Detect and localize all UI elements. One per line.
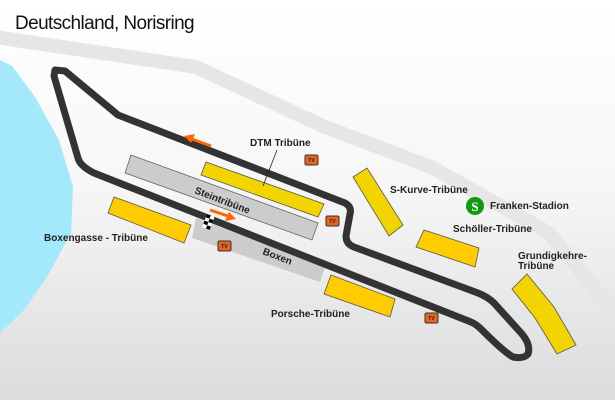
label-dtm-tribuene: DTM Tribüne [250, 138, 311, 149]
s-bahn-station-icon: S [466, 197, 484, 215]
s-kurve-tribuene-stand [352, 167, 404, 237]
label-schoeller-tribuene: Schöller-Tribüne [453, 224, 532, 235]
tv-screen-icon: TV [325, 215, 340, 227]
race-track [50, 66, 533, 362]
road [0, 30, 615, 324]
tv-screen-icon: TV [424, 312, 439, 324]
label-boxengasse-tribuene: Boxengasse - Tribüne [44, 233, 148, 244]
dtm-callout-line [262, 149, 278, 187]
label-s-kurve-tribuene: S-Kurve-Tribüne [390, 185, 468, 196]
schoeller-tribuene-stand [415, 229, 480, 268]
dtm-tribuene-stand [200, 161, 325, 218]
label-franken-stadion: Franken-Stadion [490, 201, 569, 212]
porsche-tribuene-stand [323, 274, 396, 318]
direction-arrow-left-icon [184, 134, 212, 148]
svg-text:TV: TV [308, 158, 315, 164]
grundigkehre-tribuene-stand [511, 273, 577, 355]
tv-screen-icon: TV [217, 240, 232, 252]
label-grundigkehre-tribuene-line2: Tribüne [518, 261, 555, 272]
svg-text:TV: TV [221, 244, 228, 250]
label-porsche-tribuene: Porsche-Tribüne [271, 309, 350, 320]
map-title: Deutschland, Norisring [15, 13, 194, 34]
svg-text:TV: TV [428, 316, 435, 322]
tv-screen-icon: TV [304, 154, 319, 166]
svg-text:TV: TV [329, 219, 336, 225]
steintribuene-stand [124, 154, 319, 241]
lake [0, 60, 73, 333]
boxen-area [192, 218, 325, 282]
svg-text:S: S [471, 199, 478, 214]
direction-arrow-right-icon [209, 208, 236, 221]
label-grundigkehre-tribuene: Grundigkehre- [518, 251, 587, 262]
start-finish-flag-icon [202, 214, 215, 230]
boxengasse-tribuene-stand [107, 196, 192, 244]
